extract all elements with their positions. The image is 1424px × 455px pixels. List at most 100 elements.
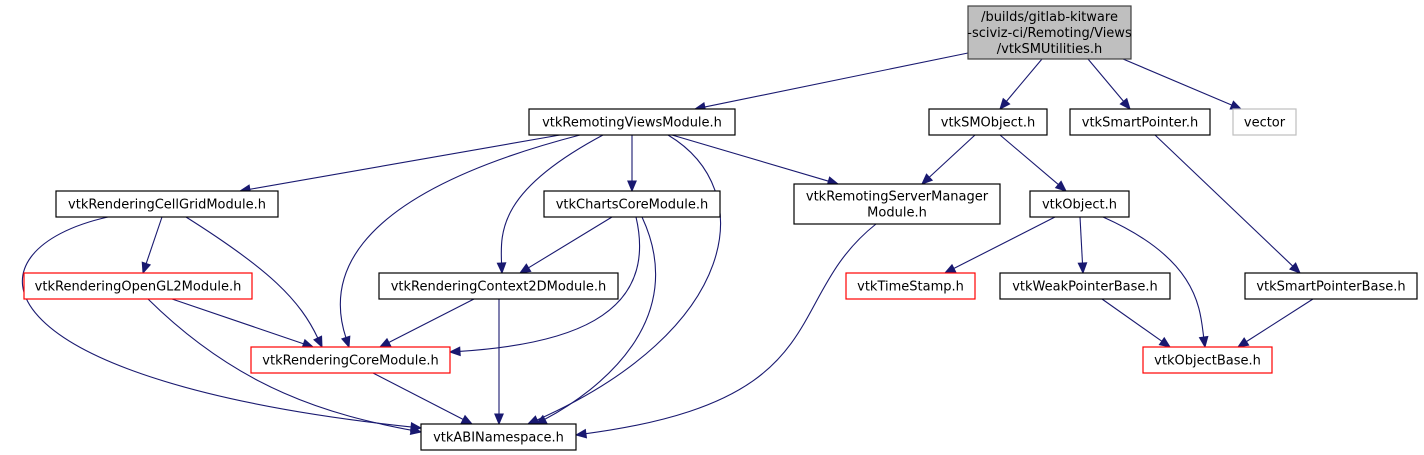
edge-line: [527, 216, 613, 269]
node-box: [1142, 346, 1273, 374]
node-box: [420, 423, 577, 451]
arrowhead-icon: [627, 180, 637, 193]
node-sptr[interactable]: vtkSmartPointer.h: [1069, 108, 1211, 136]
node-abi[interactable]: vtkABINamespace.h: [420, 423, 577, 451]
edge-obj-ts: [943, 216, 1056, 274]
edge-line: [1245, 298, 1314, 343]
arrowhead-icon: [1054, 180, 1067, 192]
edge-line: [339, 134, 581, 339]
edge-ccm-rc2d: [518, 216, 613, 274]
edge-rsmm-abi: [574, 223, 877, 439]
arrowhead-icon: [448, 346, 461, 357]
node-box: [250, 346, 451, 374]
arrowhead-icon: [1288, 262, 1301, 274]
arrowhead-icon: [1236, 337, 1250, 348]
edge-line: [1102, 216, 1205, 339]
node-label: vtkRemotingServerManager: [806, 190, 989, 205]
edge-root-smobj: [999, 58, 1043, 110]
node-label: vtkObjectBase.h: [1154, 354, 1261, 369]
node-spb[interactable]: vtkSmartPointerBase.h: [1244, 272, 1418, 300]
edge-rcgm-rogl: [141, 216, 163, 275]
arrowhead-icon: [1229, 100, 1243, 110]
edge-root-vector: [1122, 58, 1243, 110]
edge-line: [543, 216, 656, 421]
edge-rvm-rsmm: [671, 134, 840, 186]
edge-line: [584, 223, 877, 435]
node-box: [1069, 108, 1211, 136]
edge-line: [1005, 58, 1043, 103]
edge-line: [1079, 216, 1084, 265]
edge-line: [928, 134, 976, 179]
node-box: [1029, 190, 1130, 218]
node-box: [1232, 108, 1297, 136]
edge-line: [536, 134, 722, 421]
arrowhead-icon: [1077, 262, 1088, 275]
edge-line: [999, 134, 1060, 186]
edge-line: [248, 134, 561, 190]
node-vector: vector: [1232, 108, 1297, 136]
node-label: vtkChartsCoreModule.h: [556, 198, 709, 213]
node-label: vtkTimeStamp.h: [857, 280, 964, 295]
node-label: vector: [1244, 116, 1286, 131]
arrowhead-icon: [1158, 336, 1172, 348]
node-rc2d[interactable]: vtkRenderingContext2DModule.h: [378, 272, 619, 300]
node-ccm[interactable]: vtkChartsCoreModule.h: [543, 190, 721, 218]
node-smobj[interactable]: vtkSMObject.h: [928, 108, 1048, 136]
node-label: vtkRemotingViewsModule.h: [542, 116, 722, 131]
arrowhead-icon: [999, 97, 1011, 110]
edge-rcm-abi: [372, 372, 474, 425]
node-label: vtkSmartPointerBase.h: [1256, 280, 1405, 295]
node-label: /vtkSMUtilities.h: [997, 42, 1102, 57]
edge-line: [500, 134, 604, 265]
node-label: vtkWeakPointerBase.h: [1012, 280, 1158, 295]
edge-line: [147, 298, 413, 431]
node-box: [999, 272, 1171, 300]
edge-line: [1087, 58, 1125, 103]
arrowhead-icon: [518, 263, 532, 274]
edge-rvm-rcm: [339, 134, 581, 349]
edge-line: [671, 134, 830, 182]
node-label: vtkRenderingContext2DModule.h: [391, 280, 607, 295]
edge-line: [171, 298, 305, 345]
nodes-layer: /builds/gitlab-kitware-sciviz-ci/Remotin…: [23, 5, 1418, 451]
node-rcm[interactable]: vtkRenderingCoreModule.h: [250, 346, 451, 374]
node-rvm[interactable]: vtkRemotingViewsModule.h: [528, 108, 736, 136]
edge-spb-ob: [1236, 298, 1314, 348]
node-wpb[interactable]: vtkWeakPointerBase.h: [999, 272, 1171, 300]
node-ob[interactable]: vtkObjectBase.h: [1142, 346, 1273, 374]
arrowhead-icon: [460, 414, 474, 425]
node-label: vtkRenderingOpenGL2Module.h: [35, 280, 242, 295]
edge-rc2d-rcm: [378, 298, 475, 348]
edge-line: [387, 298, 475, 344]
edge-rvm-abi: [526, 134, 722, 425]
node-box: [378, 272, 619, 300]
node-ts[interactable]: vtkTimeStamp.h: [845, 272, 976, 300]
arrowhead-icon: [1119, 97, 1131, 110]
edge-line: [21, 216, 413, 428]
arrowhead-icon: [141, 261, 152, 275]
edge-rcgm-rcm: [185, 216, 323, 349]
edge-rogl-rcm: [171, 298, 315, 349]
edge-rvm-rcgm: [238, 134, 561, 195]
edge-root-rvm: [693, 52, 969, 112]
node-box: [23, 272, 253, 300]
arrowhead-icon: [496, 262, 507, 275]
arrowhead-icon: [1198, 335, 1209, 349]
node-obj[interactable]: vtkObject.h: [1029, 190, 1130, 218]
edge-line: [1122, 58, 1233, 106]
arrowhead-icon: [378, 337, 392, 348]
arrowhead-icon: [943, 263, 957, 274]
edge-line: [952, 216, 1056, 270]
node-label: vtkABINamespace.h: [433, 431, 564, 446]
node-rogl[interactable]: vtkRenderingOpenGL2Module.h: [23, 272, 253, 300]
node-box: [1244, 272, 1418, 300]
node-rcgm[interactable]: vtkRenderingCellGridModule.h: [55, 190, 279, 218]
edge-ccm-abi: [534, 216, 656, 425]
arrowhead-icon: [494, 413, 504, 426]
edge-obj-ob: [1102, 216, 1209, 349]
node-label: /builds/gitlab-kitware: [981, 10, 1118, 25]
node-label: vtkObject.h: [1042, 198, 1117, 213]
node-box: [793, 183, 1001, 225]
